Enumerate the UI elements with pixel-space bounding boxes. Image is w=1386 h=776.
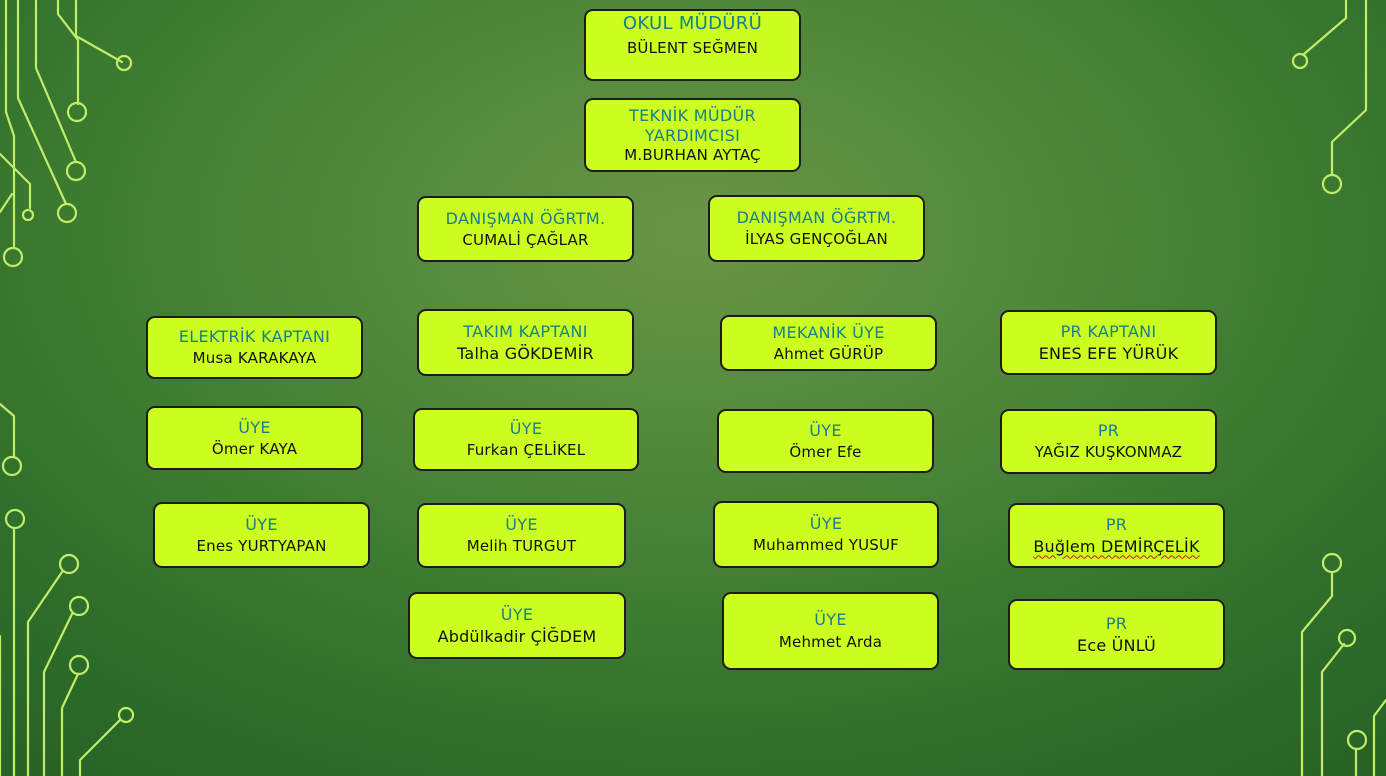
member-role: ÜYE: [809, 420, 842, 440]
mechanical-member-card: ÜYE Mehmet Arda: [722, 592, 939, 670]
team-captain-role: TAKIM KAPTANI: [463, 321, 588, 341]
mechanical-name: Ahmet GÜRÜP: [773, 344, 884, 363]
technical-deputy-role-line2: YARDIMCISI: [644, 125, 741, 145]
member-name: Enes YURTYAPAN: [196, 536, 327, 555]
technical-deputy-role-line1: TEKNİK MÜDÜR: [629, 105, 756, 125]
member-name: Ece ÜNLÜ: [1077, 635, 1156, 655]
member-role: PR: [1105, 613, 1128, 633]
advisor-name: İLYAS GENÇOĞLAN: [745, 230, 888, 249]
pr-captain-card: PR KAPTANI ENES EFE YÜRÜK: [1000, 310, 1217, 375]
principal-name: BÜLENT SEĞMEN: [626, 38, 759, 57]
mechanical-member-card: MEKANİK ÜYE Ahmet GÜRÜP: [720, 315, 937, 371]
pr-captain-role: PR KAPTANI: [1060, 321, 1157, 341]
member-name: Muhammed YUSUF: [753, 536, 899, 555]
team-member-card: ÜYE Melih TURGUT: [417, 503, 626, 568]
member-name: Melih TURGUT: [466, 537, 577, 556]
pr-member-card: PR YAĞIZ KUŞKONMAZ: [1000, 409, 1217, 474]
principal-card: OKUL MÜDÜRÜ BÜLENT SEĞMEN: [584, 9, 801, 81]
electrical-member-card: ÜYE Enes YURTYAPAN: [153, 502, 370, 568]
technical-deputy-card: TEKNİK MÜDÜR YARDIMCISI M.BURHAN AYTAÇ: [584, 98, 801, 172]
member-role: ÜYE: [814, 610, 847, 630]
principal-role: OKUL MÜDÜRÜ: [622, 13, 763, 34]
technical-deputy-name: M.BURHAN AYTAÇ: [624, 145, 761, 164]
pr-member-card: PR Ece ÜNLÜ: [1008, 599, 1225, 670]
electrical-member-card: ÜYE Ömer KAYA: [146, 406, 363, 470]
member-role: ÜYE: [509, 419, 543, 439]
member-role: ÜYE: [238, 417, 271, 437]
member-name: Ömer KAYA: [211, 439, 298, 458]
member-name: Furkan ÇELİKEL: [466, 441, 586, 460]
team-captain-name: Talha GÖKDEMİR: [457, 343, 594, 363]
electrical-captain-card: ELEKTRİK KAPTANI Musa KARAKAYA: [146, 316, 363, 379]
advisor-name: CUMALİ ÇAĞLAR: [462, 230, 589, 249]
advisor-card-1: DANIŞMAN ÖĞRTM. CUMALİ ÇAĞLAR: [417, 196, 634, 262]
team-member-card: ÜYE Abdülkadir ÇİĞDEM: [408, 592, 626, 659]
member-name: Buğlem DEMİRÇELİK: [1033, 536, 1200, 556]
mechanical-member-card: ÜYE Muhammed YUSUF: [713, 501, 939, 568]
team-captain-card: TAKIM KAPTANI Talha GÖKDEMİR: [417, 309, 634, 376]
member-role: ÜYE: [245, 514, 278, 534]
advisor-role: DANIŞMAN ÖĞRTM.: [736, 208, 897, 228]
electrical-captain-role: ELEKTRİK KAPTANI: [178, 327, 331, 347]
member-name: Mehmet Arda: [778, 633, 883, 652]
mechanical-member-card: ÜYE Ömer Efe: [717, 409, 934, 473]
member-role: ÜYE: [500, 604, 534, 624]
member-name: Abdülkadir ÇİĞDEM: [437, 626, 597, 646]
member-name: Ömer Efe: [789, 442, 862, 461]
member-role: PR: [1097, 421, 1120, 441]
pr-member-card: PR Buğlem DEMİRÇELİK: [1008, 503, 1225, 568]
advisor-role: DANIŞMAN ÖĞRTM.: [445, 208, 606, 228]
advisor-card-2: DANIŞMAN ÖĞRTM. İLYAS GENÇOĞLAN: [708, 195, 925, 262]
member-role: ÜYE: [809, 514, 843, 534]
team-member-card: ÜYE Furkan ÇELİKEL: [413, 408, 639, 471]
mechanical-role: MEKANİK ÜYE: [772, 322, 885, 342]
pr-captain-name: ENES EFE YÜRÜK: [1038, 343, 1179, 363]
member-role: ÜYE: [505, 515, 538, 535]
member-role: PR: [1105, 514, 1128, 534]
electrical-captain-name: Musa KARAKAYA: [192, 349, 317, 368]
member-name: YAĞIZ KUŞKONMAZ: [1034, 443, 1183, 462]
